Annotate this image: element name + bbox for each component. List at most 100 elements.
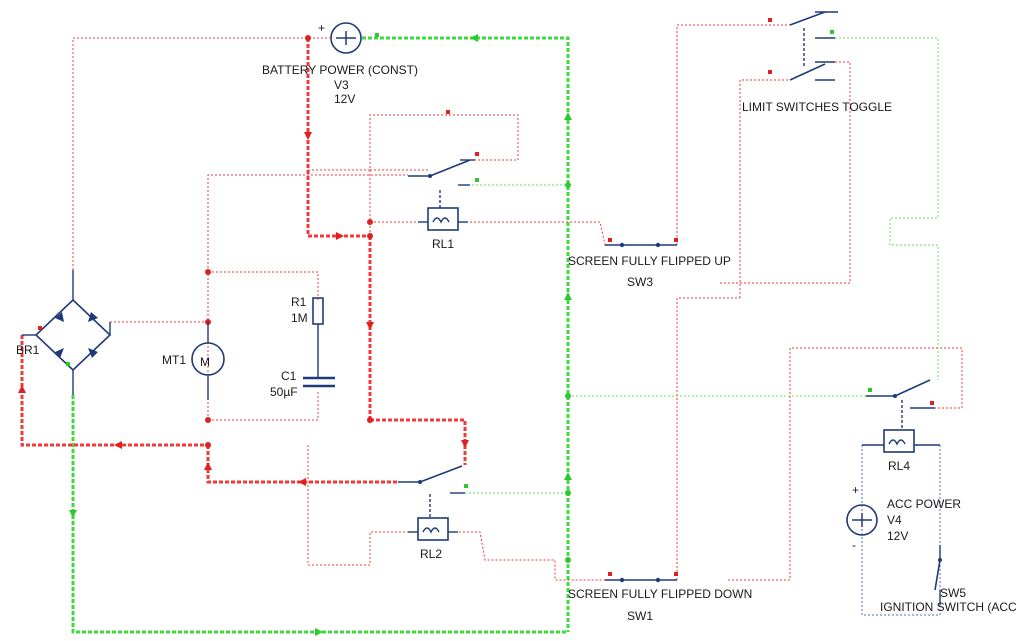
switch-icon — [789, 11, 826, 26]
rl4-ref: RL4 — [888, 459, 910, 473]
arrow-icon — [315, 628, 323, 636]
wire-rl1-to-sw3 — [462, 221, 620, 246]
junction-dot — [565, 490, 571, 496]
wire-motor-feed — [207, 174, 408, 420]
switch-sw1: SCREEN FULLY FLIPPED DOWN SW1 — [568, 577, 752, 623]
rl1-ref: RL1 — [432, 237, 454, 251]
wire-limit-right — [720, 61, 851, 284]
acc-value: 12V — [887, 529, 908, 543]
arrow-icon — [114, 441, 122, 449]
relay-coil-icon — [427, 207, 459, 231]
wire-rl2-left — [307, 445, 410, 566]
junction-dot — [565, 182, 571, 188]
motor-mt1: M MT1 — [162, 322, 225, 400]
wire-bridge-to-battery — [72, 37, 330, 270]
relay-coil-icon — [883, 429, 915, 453]
sw3-name: SCREEN FULLY FLIPPED UP — [568, 254, 731, 268]
wire-motor-rl2 — [206, 445, 398, 484]
arrow-icon — [204, 462, 212, 470]
limit-name: LIMIT SWITCHES TOGGLE — [742, 100, 892, 114]
bridge-rectifier: BR1 — [16, 270, 112, 395]
voltage-source-icon — [330, 22, 362, 54]
capacitor-c1: C1 50µF — [270, 369, 335, 399]
bridge-rectifier-icon — [34, 298, 112, 372]
wire-bridge-left — [20, 335, 208, 447]
switch-sw5: SW5 IGNITION SWITCH (ACC — [880, 545, 1017, 614]
resistor-r1: R1 1M — [291, 295, 324, 378]
motor-symbol: M — [200, 355, 210, 369]
arrow-icon — [304, 132, 312, 140]
relay-rl1: RL1 — [408, 159, 475, 251]
arrow-icon — [366, 322, 374, 330]
junction-dot — [205, 442, 211, 448]
junction-dot — [565, 393, 571, 399]
battery-ref: V3 — [334, 78, 349, 92]
junction-dot — [205, 417, 211, 423]
wire-acc-loop — [861, 445, 941, 616]
arrow-icon — [564, 292, 572, 300]
c1-value: 50µF — [270, 385, 298, 399]
wire-rl2-to-sw1 — [455, 531, 605, 581]
sw5-name: IGNITION SWITCH (ACC — [880, 600, 1017, 614]
acc-ref: V4 — [887, 513, 902, 527]
wire-sw3-to-limit — [676, 24, 790, 245]
voltage-source-icon — [846, 504, 878, 536]
wire-limit-green — [835, 37, 939, 380]
terminal-markers — [38, 18, 934, 576]
r1-ref: R1 — [291, 295, 307, 309]
junction-dot — [205, 269, 211, 275]
bridge-ref: BR1 — [16, 343, 40, 357]
arrow-icon — [298, 478, 306, 486]
relay-rl2: RL2 — [398, 465, 465, 561]
switch-icon — [934, 559, 941, 591]
motor-ref: MT1 — [162, 353, 186, 367]
acc-power-v4: + - ACC POWER V4 12V — [846, 483, 961, 552]
arrow-icon — [69, 510, 77, 518]
wire-rl1-top-loop — [369, 114, 519, 236]
wire-c1-bottom — [208, 390, 319, 421]
acc-name: ACC POWER — [887, 497, 961, 511]
rl2-ref: RL2 — [420, 547, 442, 561]
switch-icon — [789, 63, 826, 81]
relay-coil-icon — [417, 517, 449, 541]
sw1-name: SCREEN FULLY FLIPPED DOWN — [568, 587, 752, 601]
arrow-icon — [336, 232, 344, 240]
arrow-icon — [564, 112, 572, 120]
current-arrows — [18, 34, 572, 636]
relay-switch-icon — [429, 159, 471, 177]
relay-switch-icon — [419, 465, 463, 483]
wire-r1-top — [208, 271, 319, 300]
c1-ref: C1 — [281, 369, 297, 383]
sw3-ref: SW3 — [627, 275, 653, 289]
arrow-icon — [470, 34, 478, 42]
wire-rl2-top — [370, 418, 467, 465]
wire-ground-bottom — [71, 395, 568, 634]
relay-switch-icon — [894, 379, 931, 397]
polarity-plus: + — [852, 483, 859, 497]
junction-dot — [367, 233, 373, 239]
limit-switches: LIMIT SWITCHES TOGGLE — [742, 11, 892, 114]
junction-dot — [565, 557, 571, 563]
arrow-icon — [564, 472, 572, 480]
polarity-minus: - — [852, 538, 856, 552]
resistor-icon — [312, 297, 324, 325]
battery-name: BATTERY POWER (CONST) — [262, 63, 418, 77]
wire-sw1-rl4 — [728, 347, 963, 581]
junction-nodes — [205, 35, 571, 563]
junction-dot — [305, 35, 311, 41]
sw5-ref: SW5 — [940, 586, 966, 600]
polarity-plus: + — [318, 21, 325, 35]
r1-value: 1M — [291, 311, 308, 325]
wire-ground-bus — [362, 36, 570, 632]
arrow-icon — [461, 440, 469, 448]
battery-value: 12V — [334, 92, 355, 106]
junction-dot — [367, 219, 373, 225]
junction-dot — [367, 417, 373, 423]
wires — [20, 24, 963, 634]
wire-sw1-up — [676, 297, 740, 580]
wire-limit-lower-left — [739, 79, 790, 298]
battery-v3: + BATTERY POWER (CONST) V3 12V — [262, 21, 418, 106]
sw1-ref: SW1 — [627, 609, 653, 623]
relay-rl4: RL4 — [862, 379, 940, 473]
